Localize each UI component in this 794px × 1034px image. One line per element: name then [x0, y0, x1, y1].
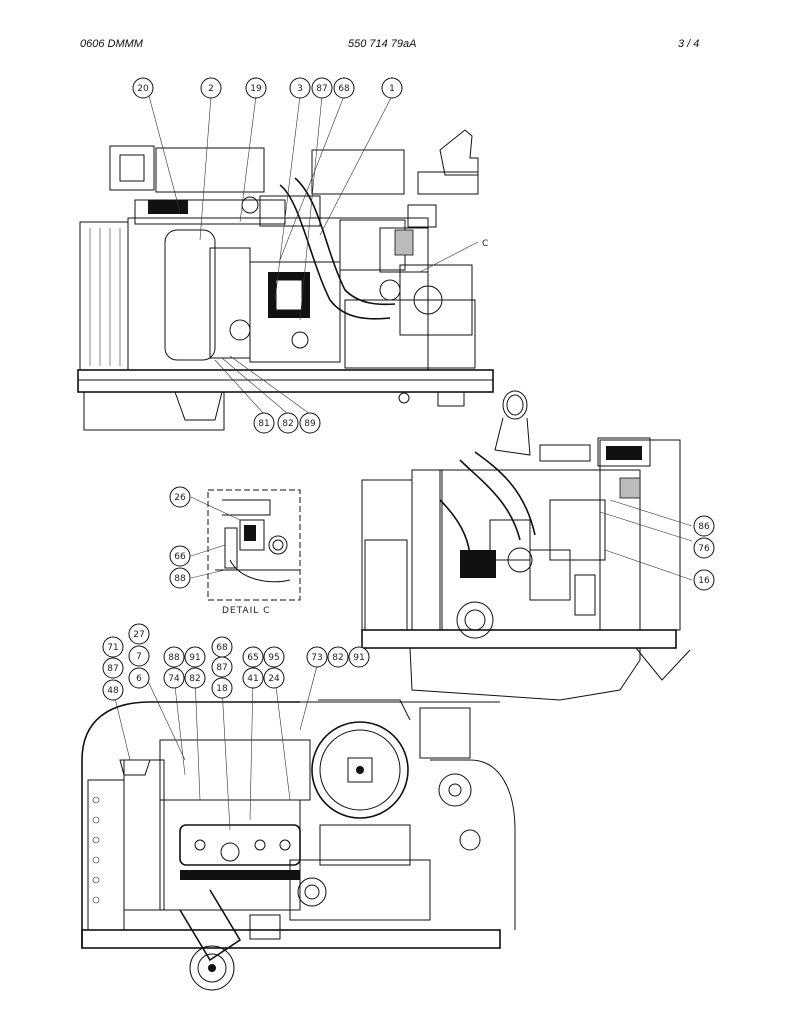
- svg-text:27: 27: [133, 630, 144, 640]
- header-part-number: 550 714 79aA: [348, 38, 417, 50]
- svg-text:91: 91: [189, 653, 200, 663]
- balloon: 88: [169, 567, 191, 589]
- svg-text:68: 68: [216, 643, 228, 653]
- balloon: 65: [242, 646, 264, 668]
- svg-text:86: 86: [698, 522, 710, 532]
- svg-text:81: 81: [258, 419, 269, 429]
- balloon: 88: [163, 646, 185, 668]
- balloon: 74: [163, 667, 185, 689]
- balloon: 26: [169, 486, 191, 508]
- balloon: 19: [245, 77, 267, 99]
- svg-text:68: 68: [338, 84, 350, 94]
- svg-text:6: 6: [136, 674, 142, 684]
- balloon: 48: [102, 679, 124, 701]
- balloon: 2: [200, 77, 222, 99]
- balloon: 24: [263, 667, 285, 689]
- balloon: 87: [211, 656, 233, 678]
- svg-text:24: 24: [268, 674, 280, 684]
- balloon: 89: [299, 412, 321, 434]
- detail-c-drawing: [207, 489, 301, 601]
- svg-text:88: 88: [174, 574, 186, 584]
- balloon: 41: [242, 667, 264, 689]
- balloons-detail-c: 26 66 88: [169, 486, 191, 589]
- svg-text:87: 87: [107, 664, 118, 674]
- balloon: 86: [693, 515, 715, 537]
- svg-text:91: 91: [353, 653, 364, 663]
- balloon: 87: [102, 657, 124, 679]
- balloon: 87: [311, 77, 333, 99]
- svg-text:71: 71: [107, 643, 118, 653]
- balloon: 66: [169, 545, 191, 567]
- balloon: 7: [128, 645, 150, 667]
- svg-text:89: 89: [304, 419, 316, 429]
- balloon: 68: [333, 77, 355, 99]
- balloon: 91: [184, 646, 206, 668]
- header-page-number: 3 / 4: [678, 38, 700, 50]
- balloon: 81: [253, 412, 275, 434]
- svg-text:48: 48: [107, 686, 119, 696]
- balloon: 73: [306, 646, 328, 668]
- balloon: 3: [289, 77, 311, 99]
- svg-text:73: 73: [311, 653, 322, 663]
- balloon: 82: [184, 667, 206, 689]
- balloon: 91: [348, 646, 370, 668]
- svg-text:65: 65: [247, 653, 258, 663]
- svg-text:41: 41: [247, 674, 258, 684]
- svg-text:26: 26: [174, 493, 186, 503]
- svg-text:82: 82: [282, 419, 293, 429]
- svg-text:82: 82: [332, 653, 343, 663]
- svg-text:95: 95: [268, 653, 279, 663]
- balloon: 1: [381, 77, 403, 99]
- balloon: 95: [263, 646, 285, 668]
- svg-text:88: 88: [168, 653, 180, 663]
- balloon: 18: [211, 677, 233, 699]
- svg-text:82: 82: [189, 674, 200, 684]
- svg-text:19: 19: [250, 84, 262, 94]
- bottom-view-drawing: [81, 699, 516, 991]
- leader-lines: [112, 95, 693, 831]
- svg-text:87: 87: [216, 663, 227, 673]
- balloon: 16: [693, 569, 715, 591]
- svg-text:74: 74: [168, 674, 180, 684]
- balloons-top: 20 2 19 3 87 68 1 81 82 89: [132, 77, 403, 434]
- svg-text:7: 7: [136, 652, 142, 662]
- balloon: 27: [128, 623, 150, 645]
- svg-text:87: 87: [316, 84, 327, 94]
- balloon: 82: [277, 412, 299, 434]
- svg-text:1: 1: [389, 84, 395, 94]
- callout-c-label: C: [482, 239, 488, 249]
- balloon: 20: [132, 77, 154, 99]
- svg-text:3: 3: [297, 84, 303, 94]
- balloons-bottom: 71 27 7 87 6 48 88 91 74 82 68 87 18 65 …: [102, 623, 370, 701]
- svg-text:2: 2: [208, 84, 214, 94]
- balloon: 82: [327, 646, 349, 668]
- svg-text:76: 76: [698, 544, 710, 554]
- header-doc-code: 0606 DMMM: [80, 38, 143, 50]
- svg-text:18: 18: [216, 684, 228, 694]
- balloon: 6: [128, 667, 150, 689]
- top-view-drawing: [77, 129, 494, 431]
- svg-text:66: 66: [174, 552, 186, 562]
- svg-text:16: 16: [698, 576, 710, 586]
- balloon: 68: [211, 636, 233, 658]
- balloon: 71: [102, 636, 124, 658]
- detail-c-label: DETAIL C: [222, 606, 270, 616]
- side-view-drawing: [361, 390, 691, 701]
- svg-text:20: 20: [137, 84, 149, 94]
- balloon: 76: [693, 537, 715, 559]
- balloons-side: 86 76 16: [693, 515, 715, 591]
